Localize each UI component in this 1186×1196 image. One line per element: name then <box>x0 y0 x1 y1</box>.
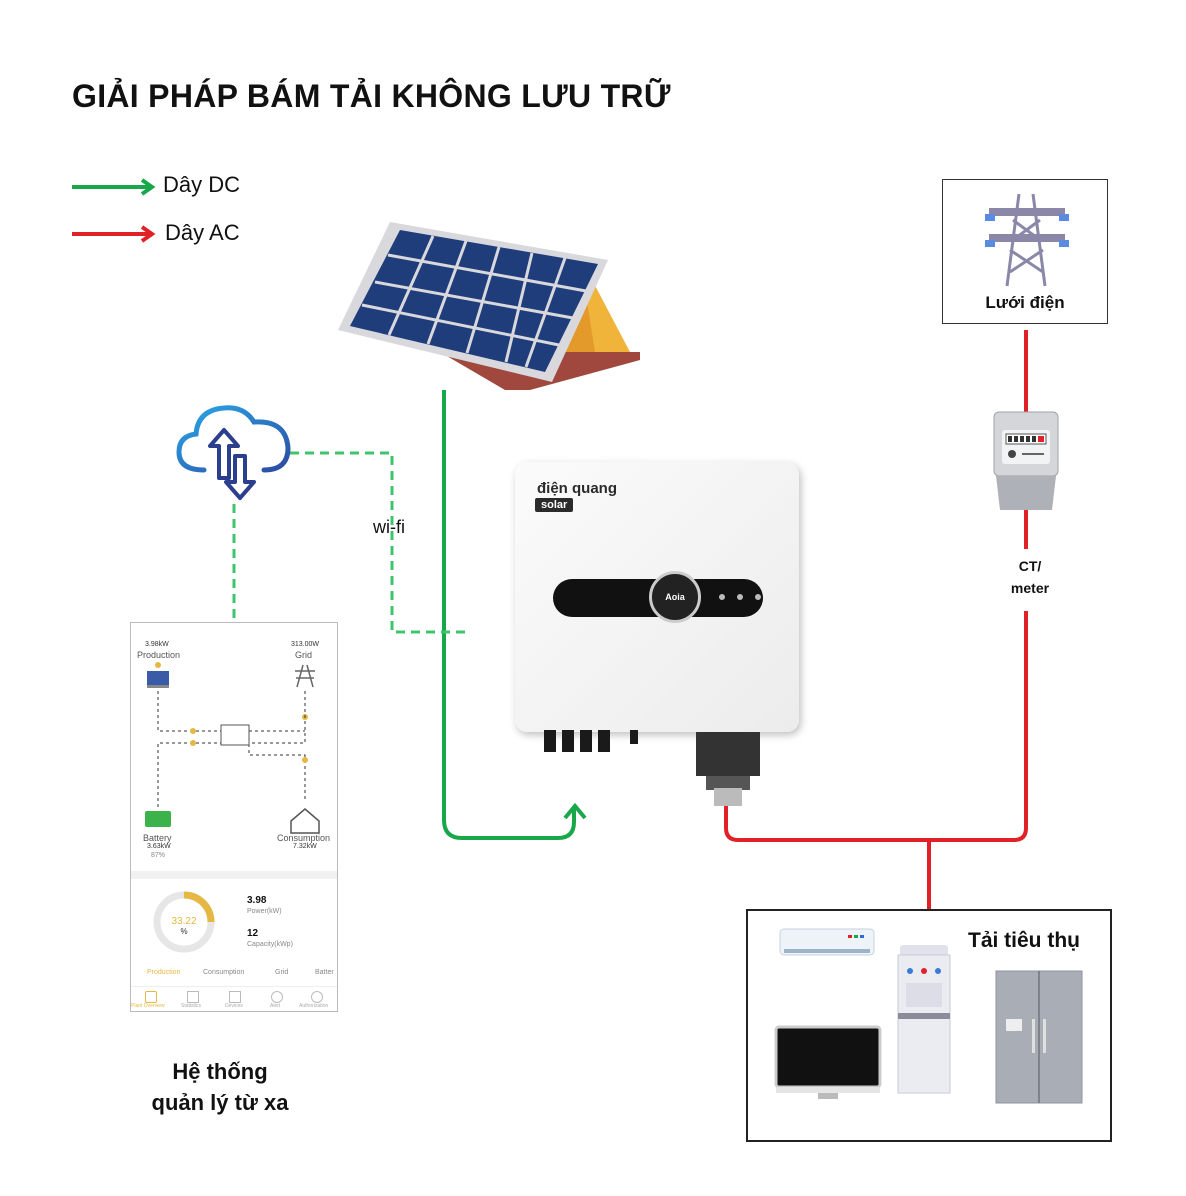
dc-wire <box>442 390 576 840</box>
loads-label: Tải tiêu thụ <box>968 929 1080 952</box>
dc-wire-arrowhead <box>563 802 587 820</box>
grid-box: Lưới điện <box>942 179 1108 324</box>
app-nav-alert-icon <box>271 991 283 1003</box>
status-led-2 <box>737 594 743 600</box>
app-nav-overview-icon <box>145 991 157 1003</box>
app-capacity-value: 12 <box>247 928 259 939</box>
app-consumption-label: Consumption <box>277 833 331 843</box>
app-nav-authorization-icon <box>311 991 323 1003</box>
app-divider <box>131 871 337 879</box>
app-nav-statistics[interactable]: Statistics <box>181 1003 202 1009</box>
monitoring-app-screen: 3.98kW Production 313.00W Grid Battery 3… <box>130 622 338 1012</box>
app-nav-alert[interactable]: Alert <box>270 1003 281 1009</box>
refrigerator-icon <box>995 970 1083 1104</box>
app-battery-percent: 87% <box>151 852 166 859</box>
app-gauge-value: 33.22 <box>171 916 197 927</box>
app-flow-diagram <box>145 662 320 834</box>
app-bottom-nav: Plant Overview Statistics Devices Alert … <box>131 986 337 1011</box>
app-production-value: 3.98kW <box>145 641 169 648</box>
app-gauge-unit: % <box>180 927 188 936</box>
power-tower-icon <box>985 193 1069 287</box>
app-tabs: Production Consumption Grid Batter <box>131 967 337 977</box>
app-inverter-icon <box>220 724 250 746</box>
app-power-value: 3.98 <box>247 895 267 906</box>
inverter-panel-logo: Aoia <box>665 592 685 602</box>
app-house-icon <box>290 808 320 834</box>
app-nav-statistics-icon <box>187 991 199 1003</box>
status-led-3 <box>755 594 761 600</box>
app-nav-overview[interactable]: Plant Overview <box>131 1003 165 1009</box>
app-grid-value: 313.00W <box>291 641 320 648</box>
ct-meter-line1: CT/ <box>1018 558 1042 574</box>
caption-line1: Hệ thống <box>172 1059 268 1084</box>
remote-management-caption: Hệ thống quản lý từ xa <box>120 1056 320 1118</box>
water-dispenser-icon <box>897 945 951 1094</box>
caption-line2: quản lý từ xa <box>151 1090 289 1115</box>
app-capacity-label: Capacity(kWp) <box>247 941 293 948</box>
app-battery-value: 3.63kW <box>147 843 171 850</box>
app-consumption-value: 7.32kW <box>293 843 317 850</box>
app-nav-devices-icon <box>229 991 241 1003</box>
app-grid-tower-icon <box>295 664 315 688</box>
app-battery-label: Battery <box>143 833 172 843</box>
energy-meter-icon <box>993 411 1059 510</box>
app-nav-devices[interactable]: Devices <box>225 1003 243 1009</box>
app-tab-production[interactable]: Production <box>147 969 181 976</box>
app-battery-icon <box>145 811 171 827</box>
cloud-sync-icon <box>176 405 291 500</box>
legend-ac-arrow <box>72 225 156 243</box>
app-power-label: Power(kW) <box>247 908 282 915</box>
wifi-label: wi-fi <box>373 517 405 537</box>
app-tab-consumption[interactable]: Consumption <box>203 969 245 976</box>
inverter-connectors <box>544 730 760 806</box>
app-grid-label: Grid <box>295 650 313 660</box>
inverter-logo-ring: Aoia <box>649 571 701 623</box>
legend-arrows <box>72 178 156 243</box>
ac-wire-inverter <box>724 330 1028 842</box>
inverter-display-panel: Aoia <box>553 571 763 623</box>
legend-ac-label: Dây AC <box>165 220 240 245</box>
app-production-label: Production <box>137 650 181 660</box>
solar-panel-icon <box>338 222 640 390</box>
loads-box: Tải tiêu thụ <box>746 909 1112 1142</box>
inverter: điện quang solar Aoia <box>515 462 799 732</box>
ct-meter-box: CT/ meter <box>1000 549 1060 611</box>
inverter-brand: điện quang <box>537 480 617 497</box>
wifi-link-inverter <box>290 451 466 634</box>
app-tab-battery[interactable]: Batter <box>315 969 334 976</box>
television-icon <box>774 1025 882 1099</box>
ct-meter-line2: meter <box>1010 580 1050 596</box>
page-title: GIẢI PHÁP BÁM TẢI KHÔNG LƯU TRỮ <box>72 78 671 114</box>
app-gauge <box>153 891 215 953</box>
app-nav-authorization[interactable]: Authorization <box>299 1003 329 1009</box>
grid-label: Lưới điện <box>985 293 1065 312</box>
air-conditioner-icon <box>779 928 875 956</box>
legend-dc-arrow <box>72 178 156 196</box>
inverter-brand-sub: solar <box>535 498 574 512</box>
app-solar-icon <box>147 671 169 688</box>
app-tab-grid[interactable]: Grid <box>275 969 289 976</box>
status-led-1 <box>719 594 725 600</box>
legend-dc-label: Dây DC <box>163 172 241 197</box>
